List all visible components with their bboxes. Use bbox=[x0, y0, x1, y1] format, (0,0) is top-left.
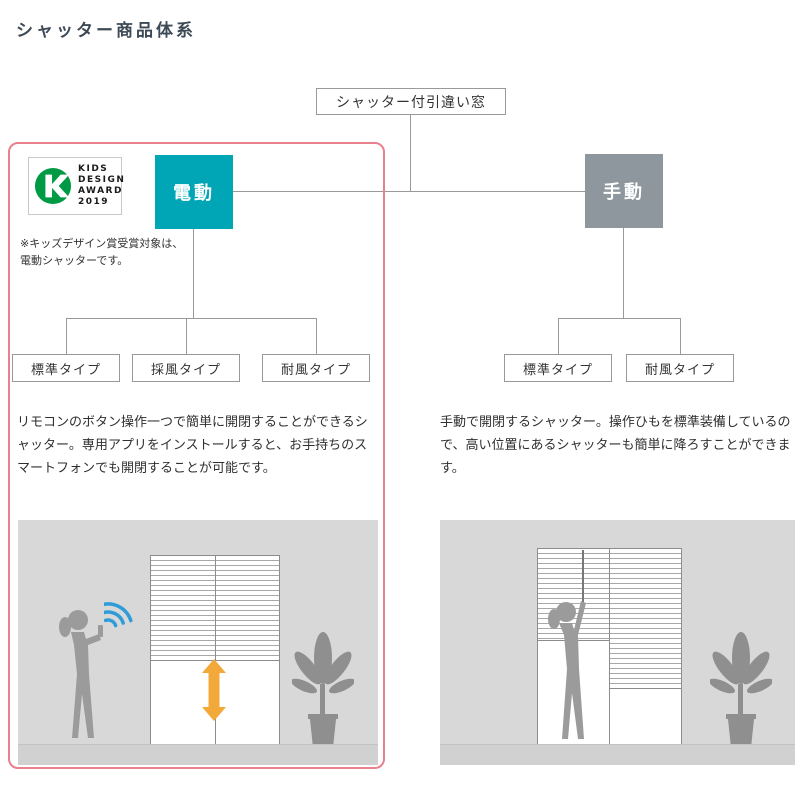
connector-main-horizontal bbox=[233, 191, 586, 192]
connector-manual-horizontal bbox=[558, 318, 681, 319]
shutter-louvers bbox=[151, 556, 215, 661]
plant-silhouette bbox=[710, 624, 772, 750]
remote-signal-icon bbox=[104, 584, 150, 630]
award-line-design: DESIGN bbox=[78, 175, 126, 185]
shutter-window-illustration bbox=[537, 548, 682, 745]
manual-type-windproof: 耐風タイプ bbox=[626, 354, 734, 382]
electric-type-windproof: 耐風タイプ bbox=[262, 354, 370, 382]
up-down-arrow-icon bbox=[201, 658, 227, 722]
page-title: シャッター商品体系 bbox=[16, 21, 196, 41]
electric-description: リモコンのボタン操作一つで簡単に開閉することができるシャッター。専用アプリをイン… bbox=[17, 415, 368, 477]
connector-root-vertical bbox=[410, 115, 411, 191]
shutter-pane bbox=[151, 556, 215, 744]
connector-manual-drop-1 bbox=[558, 318, 559, 355]
kids-design-award-text: KIDS DESIGN AWARD 2019 bbox=[78, 164, 125, 208]
connector-electric-horizontal bbox=[66, 318, 317, 319]
manual-node: 手動 bbox=[585, 154, 663, 228]
manual-scene-illustration bbox=[440, 520, 795, 765]
award-note: ※キッズデザイン賞受賞対象は、 電動シャッターです。 bbox=[20, 235, 183, 269]
kids-design-award-badge: KIDS DESIGN AWARD 2019 bbox=[28, 157, 125, 215]
award-line-kids: KIDS bbox=[78, 164, 109, 174]
manual-description: 手動で開閉するシャッター。操作ひもを標準装備しているので、高い位置にあるシャッタ… bbox=[440, 415, 791, 477]
shutter-louvers bbox=[610, 549, 681, 689]
connector-electric-drop-2 bbox=[186, 318, 187, 355]
award-note-line1: ※キッズデザイン賞受賞対象は、 bbox=[20, 237, 184, 250]
electric-type-standard: 標準タイプ bbox=[12, 354, 120, 382]
person-pulling-cord-silhouette bbox=[545, 593, 605, 745]
connector-electric-drop-3 bbox=[316, 318, 317, 355]
shutter-pane bbox=[609, 549, 681, 744]
award-line-award: AWARD bbox=[78, 186, 123, 196]
kids-design-award-logo-icon bbox=[34, 167, 72, 205]
electric-type-ventilation: 採風タイプ bbox=[132, 354, 240, 382]
award-line-year: 2019 bbox=[78, 197, 110, 207]
plant-silhouette bbox=[292, 624, 354, 750]
manual-type-standard: 標準タイプ bbox=[504, 354, 612, 382]
root-node: シャッター付引違い窓 bbox=[316, 88, 506, 115]
floor-line bbox=[18, 744, 378, 765]
shutter-window-illustration bbox=[150, 555, 280, 745]
connector-electric-vertical bbox=[193, 229, 194, 319]
shutter-louvers bbox=[215, 556, 279, 661]
connector-manual-drop-2 bbox=[680, 318, 681, 355]
person-with-remote-silhouette bbox=[54, 606, 112, 744]
award-note-line2: 電動シャッターです。 bbox=[20, 254, 129, 268]
connector-electric-drop-1 bbox=[66, 318, 67, 355]
electric-scene-illustration bbox=[18, 520, 378, 765]
connector-manual-vertical bbox=[623, 228, 624, 319]
shutter-cord bbox=[582, 550, 584, 604]
electric-node: 電動 bbox=[155, 155, 233, 229]
shutter-pane bbox=[214, 556, 279, 744]
floor-line bbox=[440, 744, 795, 765]
